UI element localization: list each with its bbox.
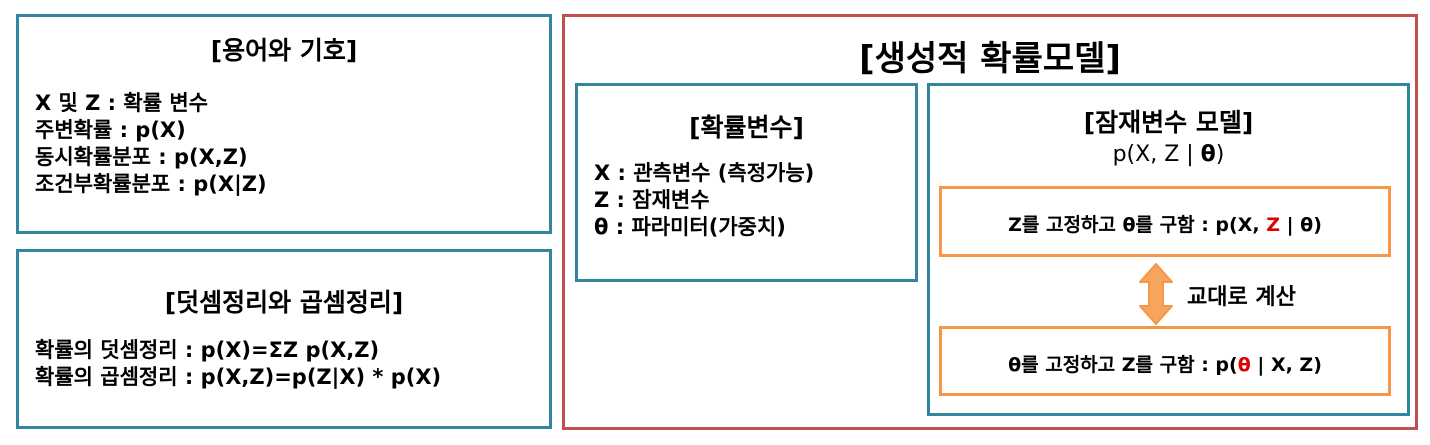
- step-fix-theta-prefix: θ를 고정하고 Z를 구함 : p(: [1008, 354, 1238, 376]
- generative-model-title: [생성적 확률모델]: [859, 39, 1121, 79]
- latent-model-box: [잠재변수 모델] p(X, Z | θ) Z를 고정하고 θ를 구함 : p(…: [927, 83, 1410, 416]
- step-fix-z-highlight: Z: [1266, 214, 1280, 236]
- variables-line: θ : 파라미터(가중치): [594, 215, 786, 239]
- step-fix-theta-text: θ를 고정하고 Z를 구함 : p(θ | X, Z): [942, 350, 1388, 377]
- rules-line: 확률의 덧셈정리 : p(X)=ΣZ p(X,Z): [35, 338, 380, 362]
- rules-list: 확률의 덧셈정리 : p(X)=ΣZ p(X,Z) 확률의 곱셈정리 : p(X…: [35, 337, 441, 391]
- variables-title: [확률변수]: [689, 113, 804, 142]
- double-arrow-icon: [1138, 262, 1174, 326]
- variables-line: X : 관측변수 (측정가능): [594, 161, 815, 185]
- terms-line: 조건부확률분포 : p(X|Z): [35, 172, 267, 196]
- subtitle-theta: θ: [1200, 142, 1216, 167]
- step-fix-theta-box: θ를 고정하고 Z를 구함 : p(θ | X, Z): [939, 326, 1391, 396]
- step-fix-z-box: Z를 고정하고 θ를 구함 : p(X, Z | θ): [939, 186, 1391, 257]
- step-fix-theta-suffix: | X, Z): [1250, 354, 1322, 376]
- generative-model-box: [생성적 확률모델] [확률변수] X : 관측변수 (측정가능) Z : 잠재…: [562, 14, 1418, 430]
- variables-list: X : 관측변수 (측정가능) Z : 잠재변수 θ : 파라미터(가중치): [594, 160, 814, 241]
- terms-list: X 및 Z : 확률 변수 주변확률 : p(X) 동시확률분포 : p(X,Z…: [35, 90, 267, 198]
- rules-box: [덧셈정리와 곱셈정리] 확률의 덧셈정리 : p(X)=ΣZ p(X,Z) 확…: [16, 249, 552, 429]
- variables-line: Z : 잠재변수: [594, 188, 710, 212]
- step-fix-z-prefix: Z를 고정하고 θ를 구함 : p(X,: [1008, 214, 1267, 236]
- variables-box: [확률변수] X : 관측변수 (측정가능) Z : 잠재변수 θ : 파라미터…: [575, 83, 918, 282]
- alternate-label: 교대로 계산: [1187, 285, 1296, 310]
- step-fix-theta-highlight: θ: [1237, 354, 1251, 376]
- terms-line: 동시확률분포 : p(X,Z): [35, 145, 248, 169]
- terms-line: 주변확률 : p(X): [35, 118, 186, 142]
- terms-line: X 및 Z : 확률 변수: [35, 91, 208, 115]
- latent-model-subtitle: p(X, Z | θ): [930, 142, 1407, 167]
- subtitle-prefix: p(X, Z |: [1112, 142, 1201, 167]
- latent-model-title: [잠재변수 모델]: [1083, 108, 1254, 137]
- subtitle-suffix: ): [1215, 142, 1225, 167]
- rules-title: [덧셈정리와 곱셈정리]: [164, 288, 404, 317]
- terms-title: [용어와 기호]: [210, 36, 358, 65]
- terms-box: [용어와 기호] X 및 Z : 확률 변수 주변확률 : p(X) 동시확률분…: [16, 14, 552, 234]
- rules-line: 확률의 곱셈정리 : p(X,Z)=p(Z|X) * p(X): [35, 365, 442, 389]
- step-fix-z-text: Z를 고정하고 θ를 구함 : p(X, Z | θ): [942, 210, 1388, 237]
- step-fix-z-suffix: | θ): [1279, 214, 1322, 236]
